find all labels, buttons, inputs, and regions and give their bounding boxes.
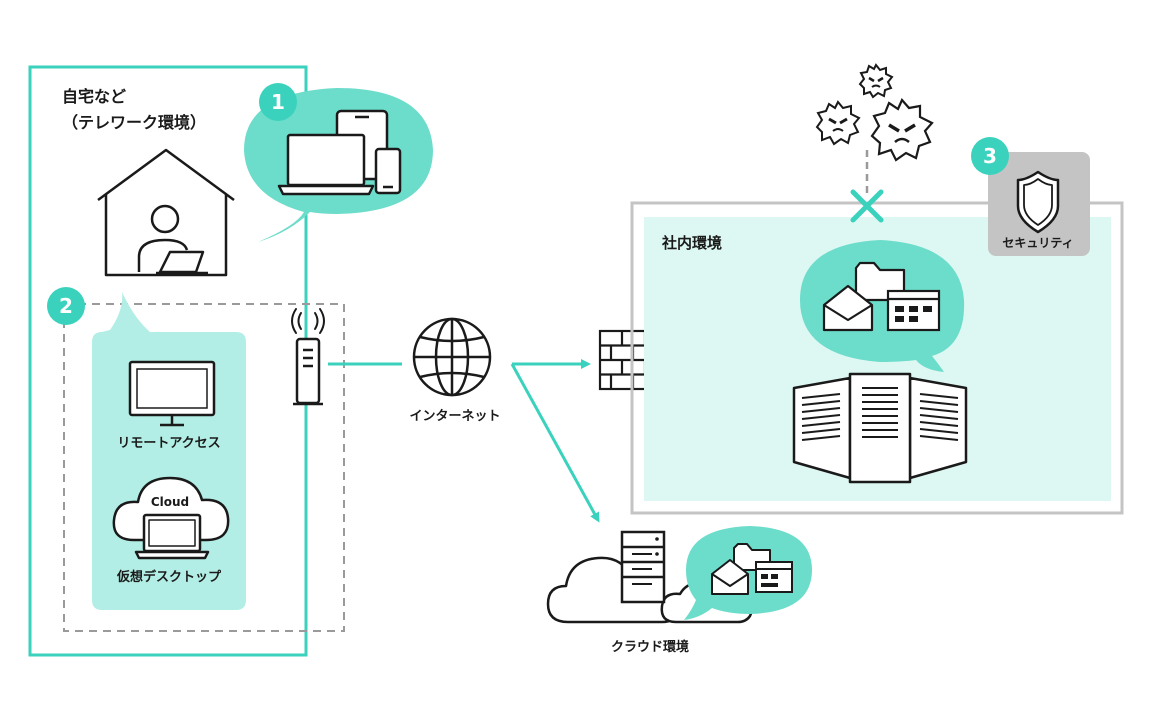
block-x-icon	[850, 189, 884, 223]
monitor-icon	[128, 360, 216, 427]
office-outer-frame	[630, 201, 1124, 515]
server-icon	[620, 530, 666, 604]
window-icon	[755, 561, 793, 593]
mail-icon	[711, 559, 749, 595]
house-icon	[97, 148, 235, 277]
home-title-line2: （テレワーク環境）	[62, 113, 207, 132]
shield-icon	[1016, 170, 1060, 234]
internet-label: インターネット	[409, 409, 501, 424]
laptop-icon	[277, 133, 375, 196]
home-title-line1: 自宅など	[62, 87, 127, 106]
server-rack-icon	[792, 372, 968, 484]
virus-icon	[870, 97, 934, 162]
user-icon	[137, 204, 189, 272]
virtual-desktop-label: 仮想デスクトップ	[116, 570, 221, 585]
badge-3: 3	[971, 137, 1009, 175]
virus-icon	[815, 100, 861, 146]
remote-access-label: リモートアクセス	[117, 436, 221, 451]
smartphone-icon	[374, 147, 402, 195]
office-data-bubble	[800, 240, 965, 372]
wifi-icon	[291, 308, 325, 334]
remote-work-dashed-frame	[63, 303, 345, 632]
badge-1: 1	[259, 83, 297, 121]
cloud-environment-label: クラウド環境	[610, 640, 689, 655]
globe-icon	[412, 317, 492, 397]
laptop-icon	[134, 513, 210, 560]
laptop-icon	[156, 250, 208, 275]
cloud-word-label: Cloud	[150, 495, 190, 509]
security-label: セキュリティ	[1002, 236, 1074, 250]
router-icon	[293, 337, 323, 406]
badge-2: 2	[47, 287, 85, 325]
home-environment-title: 自宅など （テレワーク環境）	[62, 84, 206, 136]
virus-icon	[858, 63, 894, 99]
window-icon	[886, 289, 941, 332]
internet-to-cloud-arrow	[510, 363, 600, 523]
remote-options-panel	[92, 292, 246, 610]
office-environment-label: 社内環境	[662, 234, 723, 252]
mail-icon	[822, 284, 874, 332]
